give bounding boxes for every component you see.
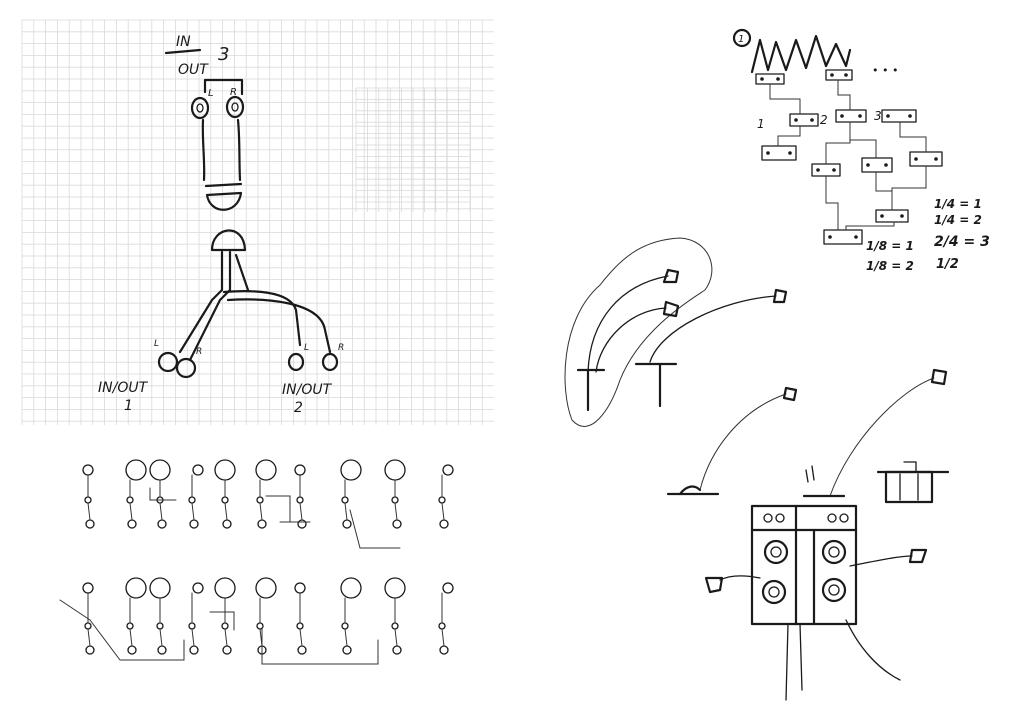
tree-node-label-3: 3 [874, 109, 882, 123]
tree-node-label-1: 1 [757, 117, 765, 131]
in-out-3-number: 3 [218, 44, 229, 65]
fraction-r-2: 1/4 = 2 [934, 213, 982, 227]
jack-in-out-1-l [157, 351, 179, 373]
speaker-cone [763, 539, 789, 565]
jack-l-top [190, 96, 210, 120]
label-r-1: R [196, 347, 202, 357]
label-r-top: R [230, 87, 237, 98]
fraction-r-3: 2/4 = 3 [934, 234, 990, 250]
label-r-2: R [338, 343, 344, 353]
fraction-r-1: 1/4 = 1 [934, 197, 982, 211]
in-out-3-label-bottom: OUT [178, 62, 209, 78]
in-out-2-number: 2 [294, 400, 303, 416]
circuit-symbols [59, 459, 454, 665]
cable-sketch: IN OUT 3 L R L R L R IN/OUT 1 [98, 34, 344, 416]
fraction-r-4: 1/2 [936, 257, 959, 272]
in-out-1-number: 1 [124, 398, 133, 414]
grid-paper [21, 19, 494, 425]
fraction-l-2: 1/8 = 2 [866, 259, 914, 273]
amp-sketch [666, 368, 950, 701]
lamp-sketch [564, 237, 788, 427]
small-box [884, 470, 934, 504]
tree-step-number: 1 [738, 34, 744, 45]
fraction-l-1: 1/8 = 1 [866, 239, 914, 253]
label-l-2: L [304, 343, 309, 353]
in-out-2-label: IN/OUT [282, 382, 333, 398]
in-out-1-label: IN/OUT [98, 380, 149, 396]
jack-in-out-2-l [287, 352, 305, 372]
label-l-1: L [154, 339, 159, 349]
grid-paper-patch [355, 87, 471, 212]
jack-r-top [225, 95, 245, 119]
label-l-top: L [208, 88, 214, 99]
speaker-cabinet [750, 504, 858, 626]
node-tree: 1 • • • 1 2 3 1/4 = 1 1/4 = 2 2/4 = 3 1/… [732, 28, 990, 273]
in-out-3-label-top: IN [176, 34, 191, 50]
tree-ellipsis: • • • [872, 64, 898, 77]
tree-node-label-2: 2 [820, 113, 828, 127]
